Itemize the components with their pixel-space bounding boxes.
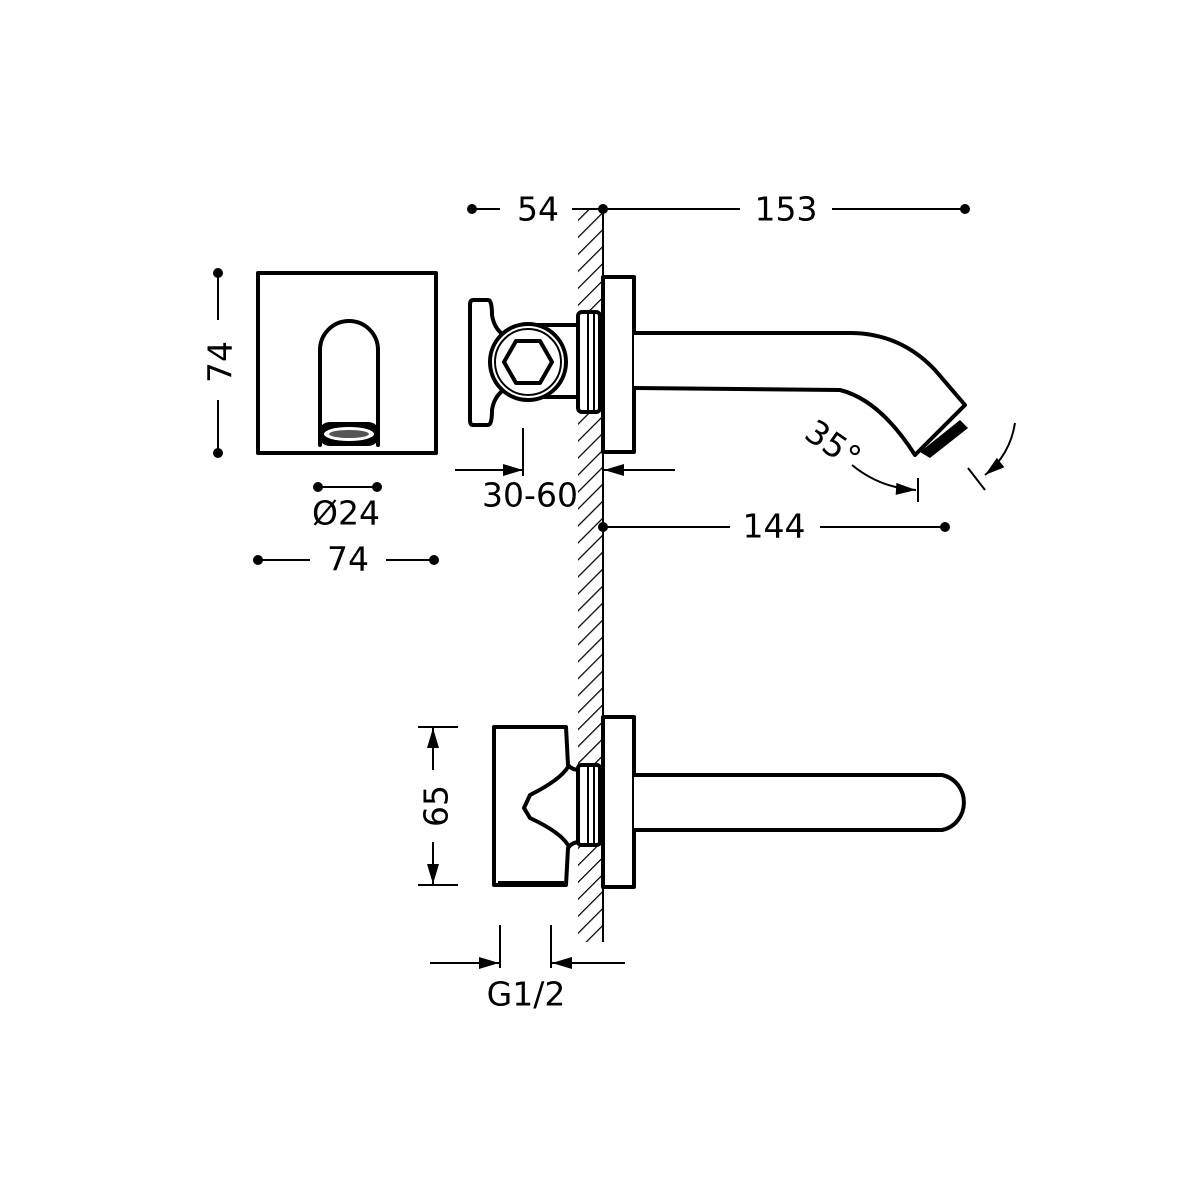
dimension-54-153: [467, 204, 970, 214]
dimension-153-label: 153: [755, 190, 818, 229]
side-view: [455, 275, 1016, 532]
handle-height-label: 65: [417, 785, 456, 827]
plate-height-label: 74: [201, 341, 240, 383]
spout-angle-label: 35°: [798, 412, 868, 478]
front-view: [213, 268, 439, 565]
thread-label: G1/2: [487, 975, 566, 1014]
wall-adjustment-label: 30-60: [482, 476, 578, 515]
plan-view: [418, 715, 966, 969]
spout-reach-label: 144: [743, 507, 806, 546]
plate-width-label: 74: [327, 540, 369, 579]
outlet-diameter-label: Ø24: [312, 494, 380, 533]
dimension-54-label: 54: [517, 190, 559, 229]
